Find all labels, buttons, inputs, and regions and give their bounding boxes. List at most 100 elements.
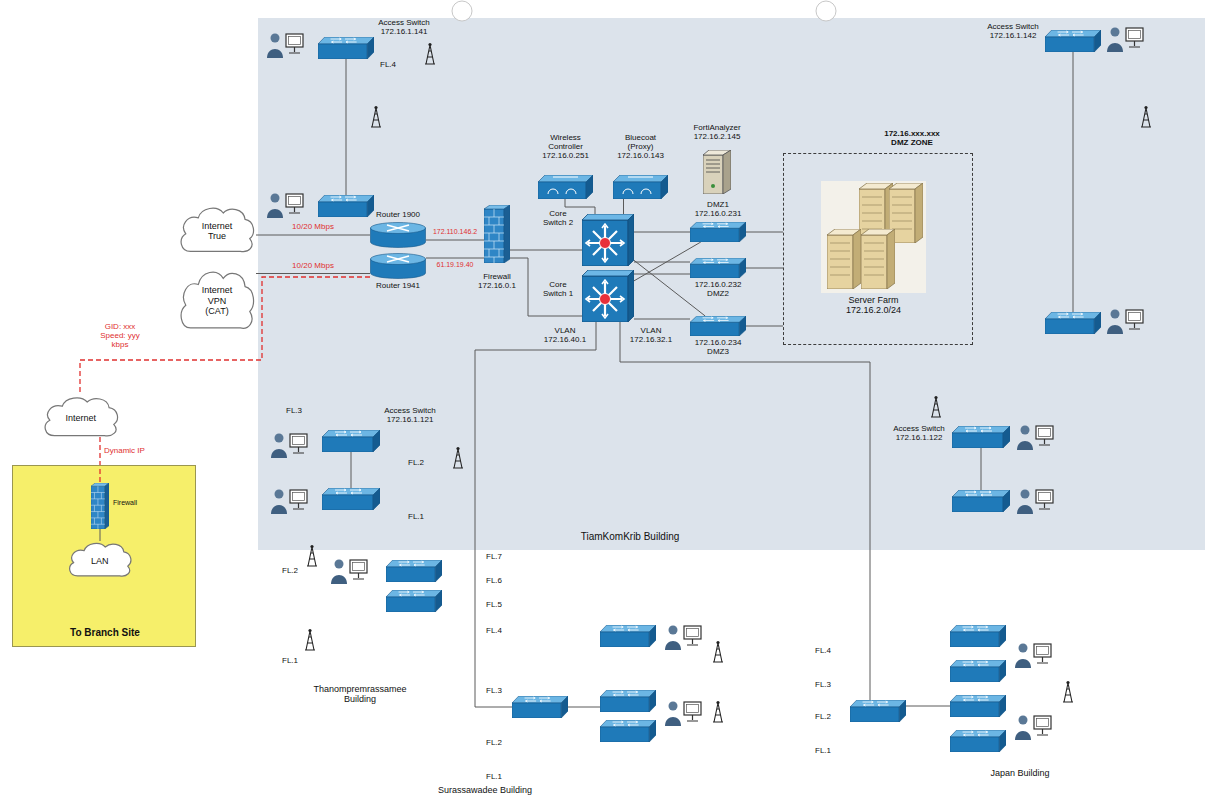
router: Router 1900 [370, 222, 426, 248]
switch-icon [600, 720, 656, 742]
text-slot: To Branch Site [13, 627, 197, 639]
floor-label: FL.2 [282, 566, 312, 575]
text-slot: 172.16.0.232 DMZ2 [688, 280, 748, 298]
log-server-outline [703, 150, 731, 194]
access-switch-outline [1045, 30, 1101, 52]
text-slot: Access Switch 172.16.1.121 [380, 406, 440, 424]
server-farm-icon [821, 181, 926, 293]
router-outline [370, 253, 426, 279]
proxy-appliance: Bluecoat (Proxy) 172.16.0.143 [613, 175, 668, 199]
user-icon [267, 34, 303, 59]
switch-icon [950, 660, 1006, 682]
text-slot: FL.2 [486, 738, 516, 747]
network-link [100, 529, 101, 541]
zone-label: 172.16.xxx.xxx DMZ ZONE [879, 129, 945, 147]
firewall: Firewall 172.16.0.1 [484, 205, 510, 263]
text-slot: FL.1 [408, 512, 438, 521]
dmz-switch: 172.16.0.234DMZ3 [690, 316, 746, 336]
dmz-switch: DMZ1 172.16.0.231 [690, 222, 746, 242]
floor-label: FL.7 [486, 552, 516, 561]
access-switch: Access Switch 172.16.1.121 [322, 430, 380, 452]
dmz-switch-icon [690, 222, 746, 242]
text-slot: FL.1 [282, 656, 312, 665]
device-label: FortiAnalyzer 172.16.2.145 [681, 123, 753, 141]
access-switch-icon [318, 37, 374, 59]
text-slot: GID: xxx Speed: yyy kbps [96, 322, 144, 350]
floor-label: FL.4 [815, 646, 845, 655]
internet-cloud: Internet [42, 395, 120, 437]
user-icon [665, 702, 701, 727]
network-link [634, 262, 690, 263]
link-label: Dynamic IP [104, 446, 164, 455]
wire [346, 59, 347, 195]
device-label: Server Farm 172.16.2.0/24 [834, 295, 914, 316]
link-label: 10/20 Mbps [283, 261, 343, 270]
lan-cloud: LAN [67, 541, 133, 577]
floor-label: FL.2 [815, 712, 845, 721]
user-icons [267, 28, 1143, 741]
dmz-switch-icon [690, 258, 746, 278]
switch-icons [318, 195, 1101, 752]
internet-cloud: Internet True [178, 205, 256, 253]
antenna-icon [425, 43, 435, 64]
network-link [510, 258, 582, 316]
dmz-switch-icon [690, 316, 746, 336]
antenna-icon [931, 396, 941, 417]
switch-icon [1045, 312, 1101, 334]
floor-label: FL.4 [486, 626, 516, 635]
text-slot: Router 1900 [358, 210, 438, 219]
network-link [746, 268, 783, 269]
device-label: Core Switch 1 [538, 280, 578, 298]
access-switch: Access Switch 172.16.1.142 [1045, 30, 1101, 52]
floor-label: FL.2 [486, 738, 516, 747]
internet-cloud-icon [181, 208, 253, 251]
core-switch-icon [582, 270, 634, 322]
text-slot: Surassawadee Building [395, 785, 575, 795]
wireless-controller: Wireless Controller 172.16.0.251 [538, 175, 593, 199]
network-link [426, 240, 484, 241]
text-slot: DMZ3 [688, 347, 748, 356]
text-slot: Access Switch 172.16.1.122 [890, 424, 948, 442]
switch-icon [950, 625, 1006, 647]
device-label: DMZ3 [688, 347, 748, 356]
floor-label: FL.1 [815, 746, 845, 755]
text-slot: Core Switch 2 [538, 209, 578, 227]
wireless-controller-icon [538, 175, 593, 199]
access-switch: Access Switch 172.16.1.141 [318, 37, 374, 59]
device-label: Router 1900 [358, 210, 438, 219]
device-label: Wireless Controller 172.16.0.251 [539, 133, 593, 161]
core-switch-outline [582, 270, 634, 322]
building-label: TiamKomKrib Building [530, 531, 730, 543]
router: Router 1941 [370, 253, 426, 279]
floor-label: FL.4 [380, 60, 410, 69]
text-slot: 10/20 Mbps [283, 222, 343, 231]
text-slot: Bluecoat (Proxy) 172.16.0.143 [614, 133, 668, 161]
device-label: Firewall [113, 499, 153, 507]
floor-label: FL.1 [486, 772, 516, 781]
text-slot: FL.2 [815, 712, 845, 721]
firewall-outline [484, 205, 510, 263]
router-icon [371, 254, 426, 279]
server-farm-outline [821, 181, 926, 293]
text-slot: FL.3 [815, 680, 845, 689]
text-slot: Access Switch 172.16.1.142 [983, 22, 1043, 40]
floor-label: FL.3 [815, 680, 845, 689]
text-slot: FL.4 [486, 626, 516, 635]
wire [568, 707, 600, 708]
access-switch-outline [318, 37, 374, 59]
network-link [634, 319, 690, 320]
wire [981, 448, 982, 490]
text-slot: TiamKomKrib Building [530, 531, 730, 543]
branch-ground [12, 465, 196, 647]
link-label: 61.19.19.40 [424, 261, 486, 269]
floor-label: FL.5 [486, 600, 516, 609]
floor-label: FL.3 [286, 406, 316, 415]
wire [351, 452, 352, 488]
cloud-label: Internet True [196, 221, 238, 242]
text-slot: Dynamic IP [104, 446, 164, 455]
network-link [510, 250, 582, 251]
building-label: Japan Building [975, 768, 1065, 778]
text-slot: LAN [91, 556, 109, 566]
text-slot: Wireless Controller 172.16.0.251 [539, 133, 593, 161]
